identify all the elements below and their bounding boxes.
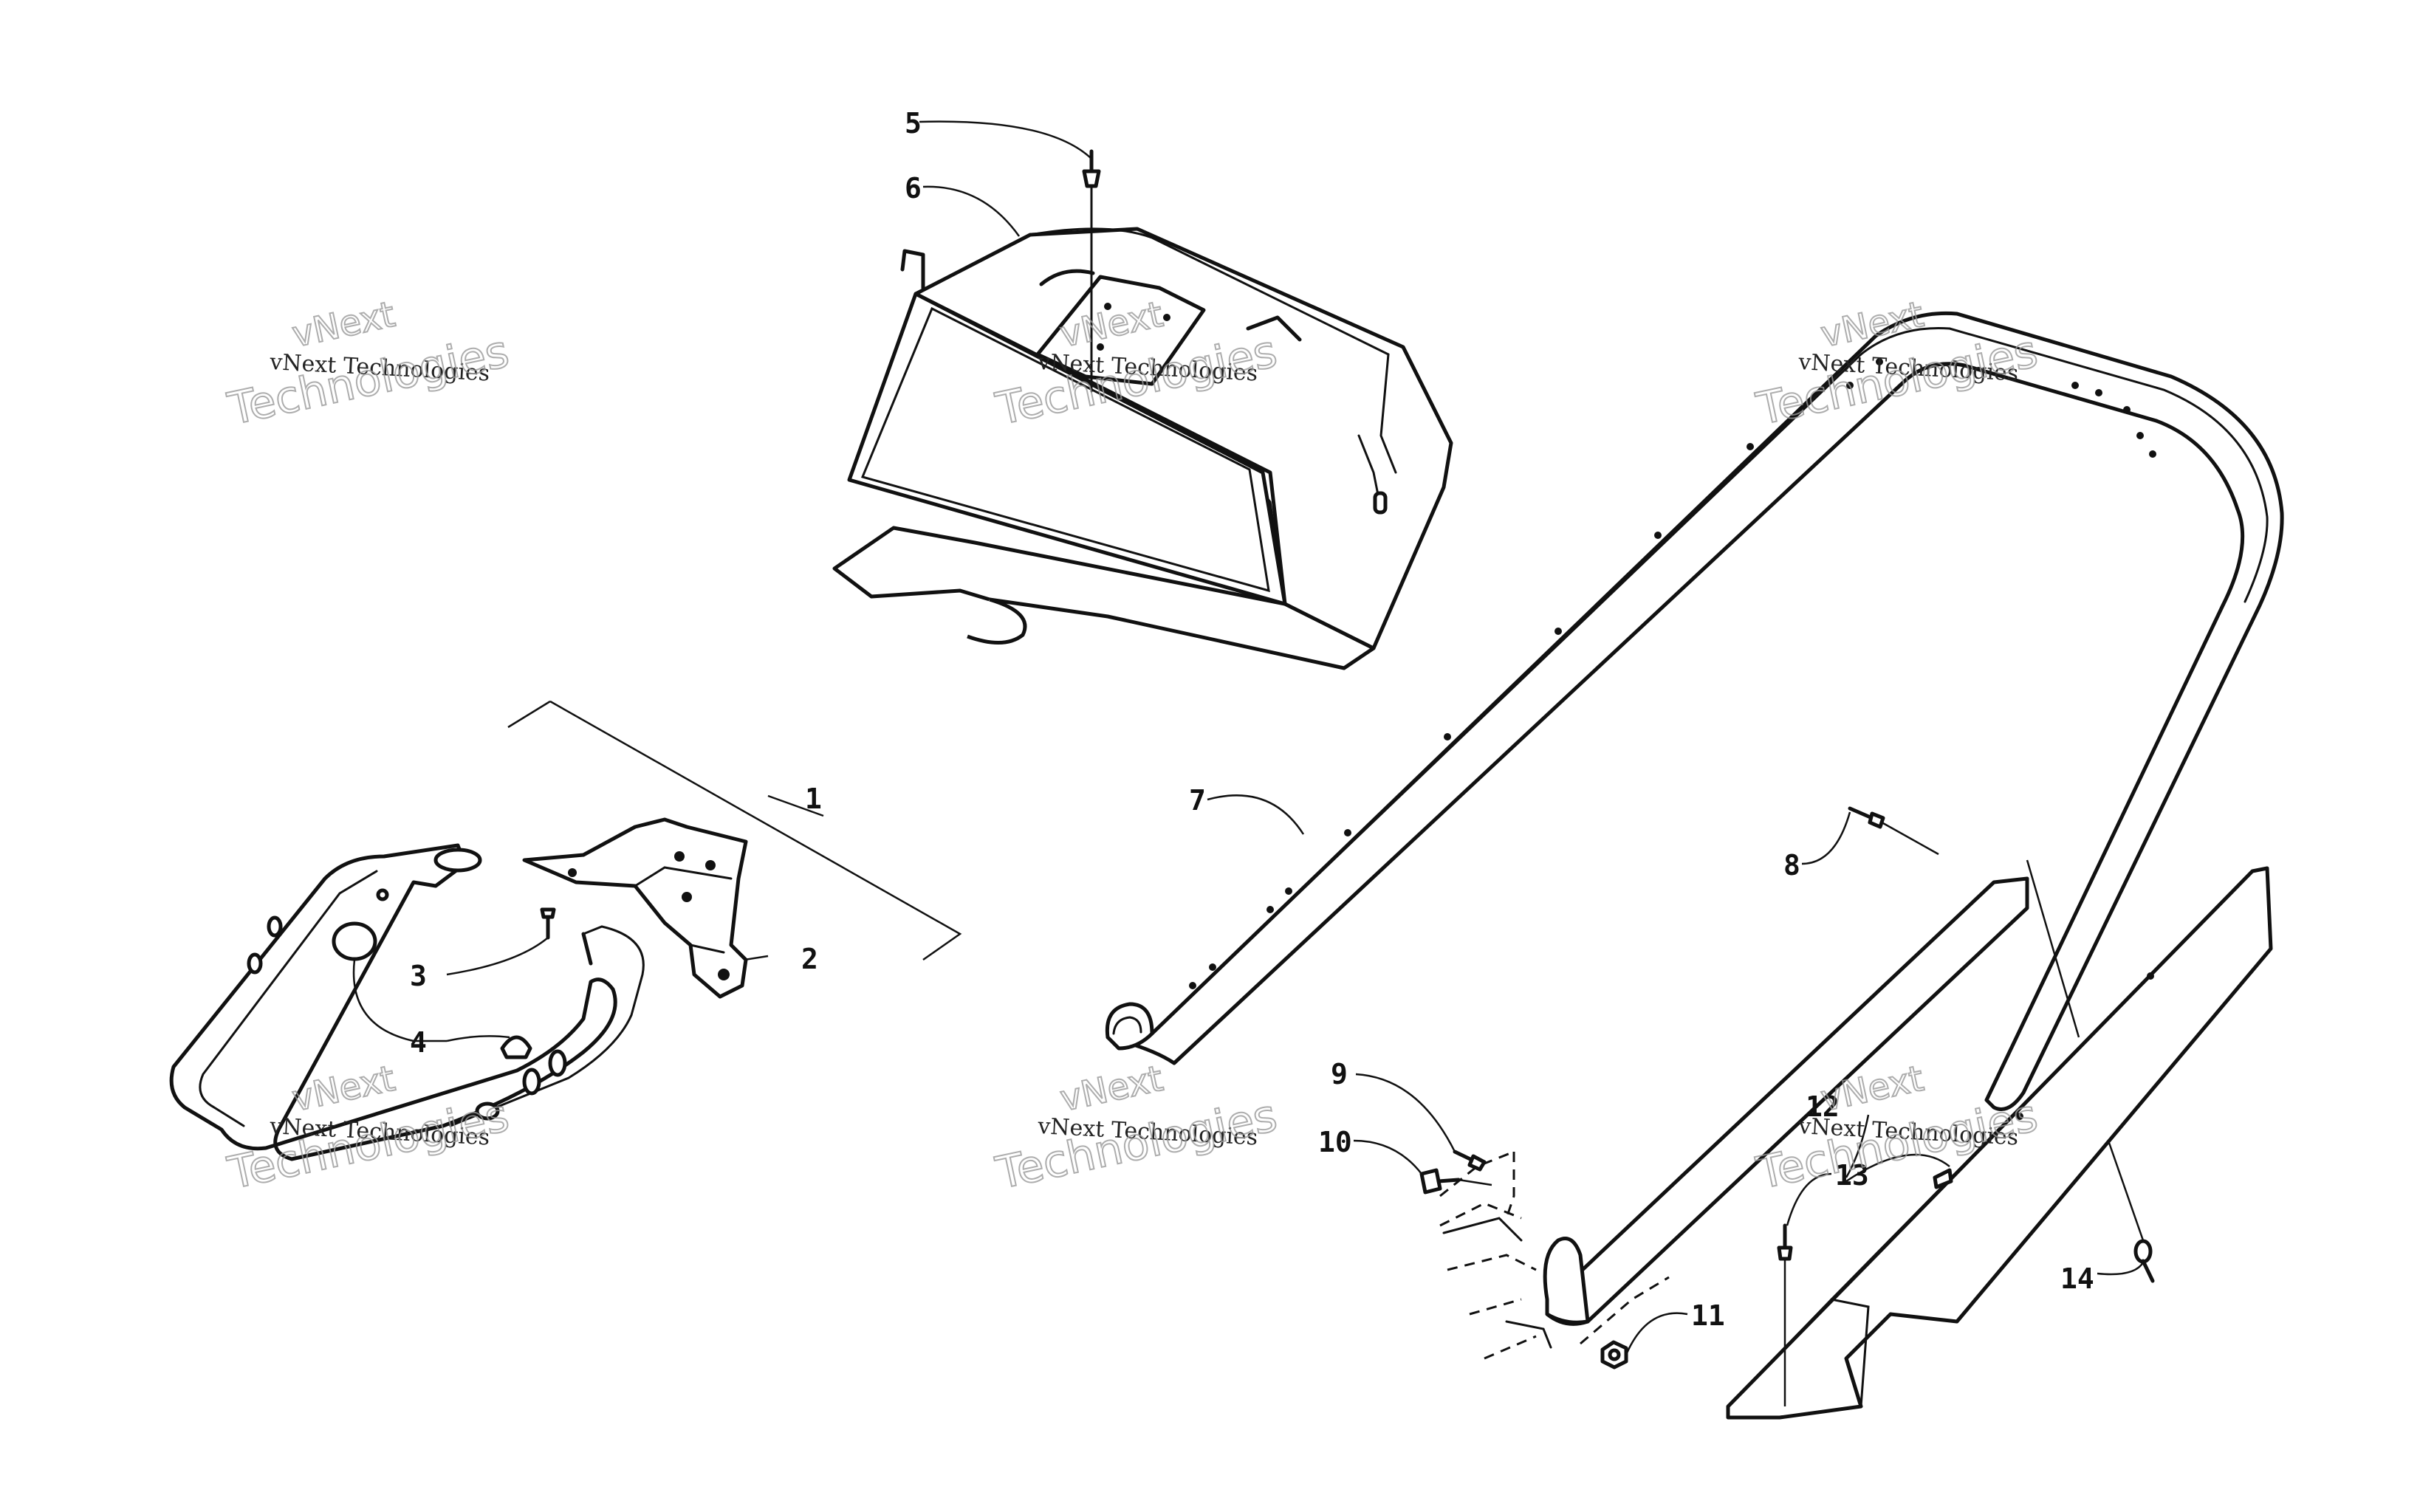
watermark-bottom-center: vNext vNext Technologies Technologies — [991, 1057, 1283, 1200]
callout-labels: 1 2 3 4 5 6 7 8 9 10 11 12 13 14 — [410, 107, 2094, 1332]
rail-bracket-part — [1726, 806, 2273, 1420]
rivet-part-5 — [1082, 149, 1101, 393]
callout-12: 12 — [1806, 1090, 1840, 1123]
svg-text:Technologies: Technologies — [224, 326, 514, 436]
callout-14: 14 — [2060, 1262, 2094, 1295]
callout-11: 11 — [1691, 1299, 1725, 1332]
callout-10: 10 — [1318, 1126, 1352, 1158]
callout-9: 9 — [1331, 1058, 1348, 1090]
leader-lines — [352, 120, 2145, 1406]
watermark-top-right: vNext vNext Technologies Technologies — [1752, 293, 2043, 436]
callout-5: 5 — [905, 107, 922, 140]
watermark-top-left: vNext vNext Technologies Technologies — [223, 293, 515, 436]
svg-text:vNext: vNext — [289, 294, 399, 356]
bumper-assembly-part — [169, 817, 748, 1161]
callout-1: 1 — [805, 783, 822, 815]
svg-text:Technologies: Technologies — [992, 1090, 1282, 1200]
callout-2: 2 — [801, 943, 818, 975]
storage-bag-part — [832, 227, 1453, 670]
callout-8: 8 — [1783, 849, 1800, 882]
rail-mount-detail — [1419, 876, 2029, 1370]
callout-6: 6 — [905, 172, 922, 205]
svg-text:vNext: vNext — [1057, 1058, 1167, 1120]
callout-13: 13 — [1835, 1159, 1869, 1192]
callout-7: 7 — [1189, 784, 1206, 817]
long-rail-part — [1105, 311, 2284, 1111]
callout-4: 4 — [410, 1026, 427, 1059]
callout-3: 3 — [410, 960, 427, 992]
